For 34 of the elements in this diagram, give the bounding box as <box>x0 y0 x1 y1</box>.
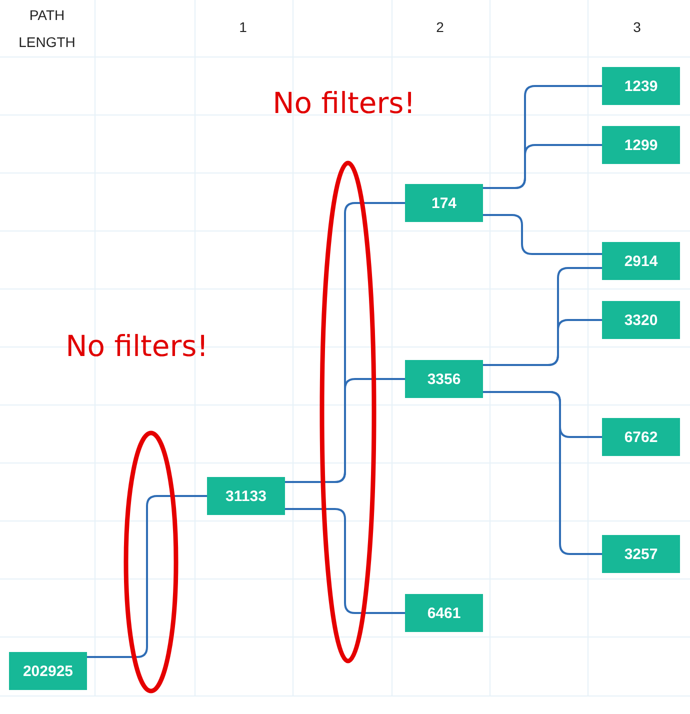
node-box <box>602 535 680 573</box>
column-header: 1 <box>238 18 248 37</box>
connector-line <box>483 144 602 189</box>
node-box <box>602 67 680 105</box>
node-box <box>602 126 680 164</box>
annotation-text: No filters! <box>64 329 210 363</box>
connector-line <box>483 391 602 555</box>
node-label: 174 <box>431 194 457 212</box>
node-label: 3257 <box>624 546 658 562</box>
column-header: PATH LENGTH <box>18 6 76 52</box>
node-label: 6461 <box>427 604 461 622</box>
node-box <box>207 477 285 515</box>
connector-line <box>87 495 207 658</box>
node-label: 1239 <box>624 78 658 94</box>
node-box <box>405 184 483 222</box>
column-header: 2 <box>435 18 445 37</box>
annotation-text: No filters! <box>272 86 416 120</box>
node-label: 2914 <box>624 252 658 270</box>
node-box <box>602 242 680 280</box>
connector-line <box>483 319 602 366</box>
node-label: 3320 <box>624 312 658 328</box>
node-box <box>9 652 87 690</box>
node-label: 6762 <box>624 428 658 446</box>
node-label: 1299 <box>624 136 658 154</box>
node-label: 202925 <box>22 662 74 680</box>
node-box <box>405 594 483 632</box>
column-header: 3 <box>632 18 642 37</box>
node-box <box>602 418 680 456</box>
node-box <box>602 301 680 339</box>
node-label: 3356 <box>427 370 461 388</box>
connector-line <box>285 508 405 614</box>
node-label: 31133 <box>226 488 266 504</box>
node-box <box>405 360 483 398</box>
connector-line <box>483 214 602 255</box>
